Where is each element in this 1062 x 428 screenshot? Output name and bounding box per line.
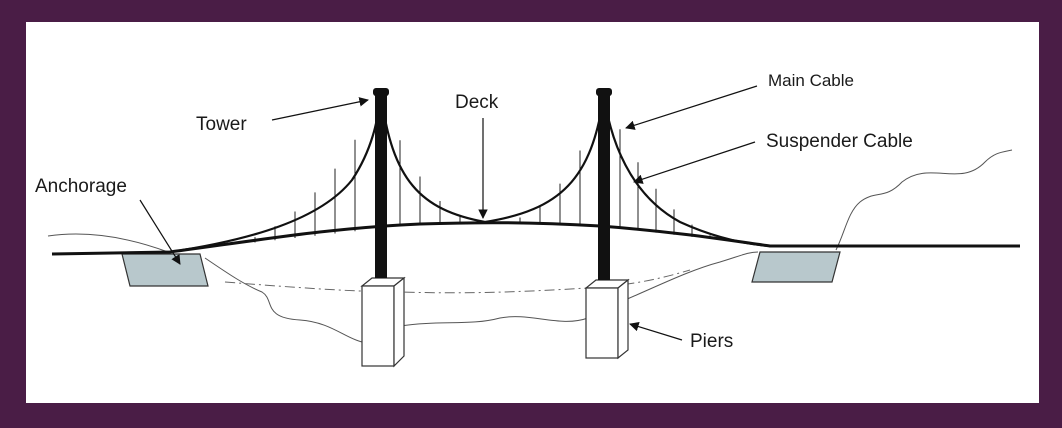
riverbed-middle-line <box>399 316 589 327</box>
main-cable-right <box>602 93 771 248</box>
bridge-deck <box>51 221 1020 256</box>
right-tower <box>598 92 610 280</box>
right-pier <box>584 278 630 360</box>
right-tower-cap <box>596 88 612 96</box>
piers-label: Piers <box>690 331 733 352</box>
deck-label: Deck <box>455 92 499 113</box>
right-anchorage <box>751 251 841 283</box>
main-cable-label: Main Cable <box>768 71 854 90</box>
piers-arrow <box>629 321 683 341</box>
tower-arrow <box>271 97 369 121</box>
right-hill-line <box>835 149 1013 251</box>
left-pier <box>360 276 406 368</box>
left-tower <box>375 92 387 278</box>
suspender-cables <box>254 129 711 243</box>
suspender-cable-arrow <box>633 141 756 184</box>
main-cable-arrow <box>625 85 758 130</box>
main-cable-center <box>379 93 606 224</box>
left-riverbed-line <box>204 257 363 343</box>
diagram-canvas <box>26 22 1039 403</box>
anchorage-label: Anchorage <box>35 176 127 197</box>
left-anchorage <box>121 253 209 287</box>
anchorage-arrow <box>139 199 181 265</box>
left-bank-line <box>47 233 169 253</box>
suspender-cable-label: Suspender Cable <box>766 131 913 152</box>
tower-label: Tower <box>196 114 247 135</box>
right-riverbed-line <box>624 251 759 301</box>
left-tower-cap <box>373 88 389 96</box>
